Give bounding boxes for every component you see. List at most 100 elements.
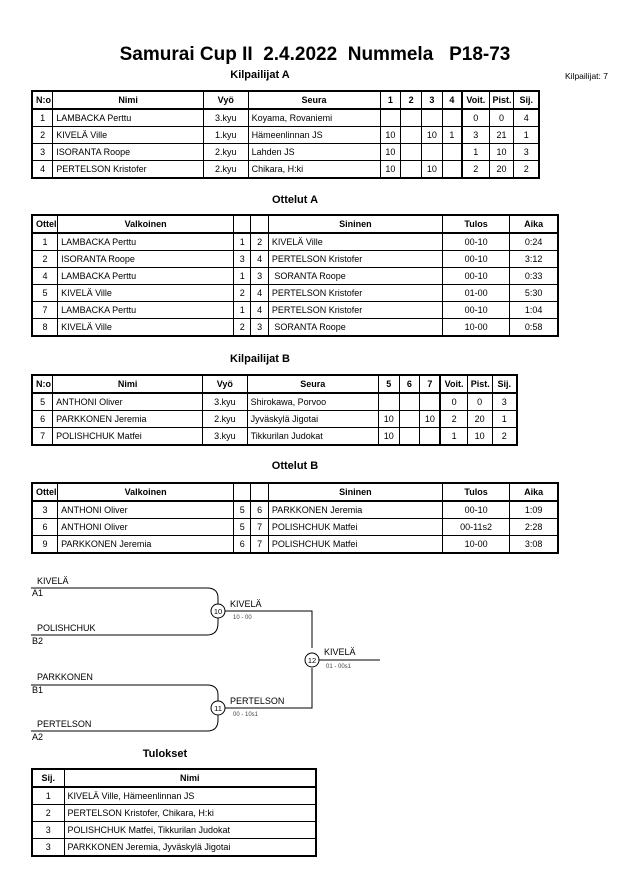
bracket-entry-name: PERTELSON <box>37 719 92 729</box>
cell: 10 <box>379 160 402 179</box>
cell: Chikara, H:ki <box>247 160 381 179</box>
cell: 2 <box>250 232 269 251</box>
table-row: 2 KIVELÄ Ville 1.kyu Hämeenlinnan JS 10 … <box>31 126 540 144</box>
header-cell: Sij. <box>491 374 518 394</box>
cell: 2.kyu <box>202 410 248 428</box>
cell: PARKKONEN Jeremia, Jyväskylä Jigotai <box>63 838 317 857</box>
bracket-entry-name: POLISHCHUK <box>37 623 96 633</box>
bracket-entry-code: B1 <box>32 685 44 695</box>
table-row: 6 ANTHONI Oliver 5 7 POLISHCHUK Matfei 0… <box>31 518 559 536</box>
matches-b-table: Ottelu Valkoinen Sininen Tulos Aika 3 AN… <box>31 482 559 554</box>
header-cell: Seura <box>246 374 379 394</box>
header-cell: Tulos <box>441 214 511 234</box>
cell: PERTELSON Kristofer <box>267 301 443 319</box>
table-row: 6 PARKKONEN Jeremia 2.kyu Jyväskylä Jigo… <box>31 410 518 428</box>
cell: 3 <box>31 143 54 161</box>
cell: 20 <box>466 410 493 428</box>
cell: PERTELSON Kristofer <box>52 160 204 179</box>
cell: ISORANTA Roope <box>52 143 204 161</box>
cell: POLISHCHUK Matfei, Tikkurilan Judokat <box>63 821 317 839</box>
table-row: 9 PARKKONEN Jeremia 6 7 POLISHCHUK Matfe… <box>31 535 559 554</box>
cell: KIVELÄ Ville, Hämeenlinnan JS <box>63 786 317 805</box>
cell: 9 <box>31 535 59 554</box>
table-row: 4 PERTELSON Kristofer 2.kyu Chikara, H:k… <box>31 160 540 179</box>
table-row: 1 KIVELÄ Ville, Hämeenlinnan JS <box>31 786 317 805</box>
table-row: 8 KIVELÄ Ville 2 3 SORANTA Roope 10-00 0… <box>31 318 559 337</box>
header-cell: Sij. <box>513 90 540 110</box>
cell: SORANTA Roope <box>267 318 443 337</box>
competitors-count: Kilpailijat: 7 <box>565 71 608 81</box>
table-row: 3 PARKKONEN Jeremia, Jyväskylä Jigotai <box>31 838 317 857</box>
cell: 3.kyu <box>202 427 248 446</box>
header-cell: Sininen <box>267 482 443 502</box>
cell: 7 <box>250 535 269 554</box>
cell: Tikkurilan Judokat <box>246 427 379 446</box>
cell: 7 <box>250 518 269 536</box>
cell: 3:08 <box>509 535 559 554</box>
header-cell: Sininen <box>267 214 443 234</box>
table-header-row: Sij. Nimi <box>31 768 317 788</box>
table-header-row: N:o Nimi Vyö Seura 5 6 7 Voit. Pist. Sij… <box>31 374 518 394</box>
cell: 6 <box>31 410 54 428</box>
table-row: 3 POLISHCHUK Matfei, Tikkurilan Judokat <box>31 821 317 839</box>
header-cell: Nimi <box>63 768 317 788</box>
section-title-competitors-b: Kilpailijat B <box>230 353 290 365</box>
table-header-row: Ottelu Valkoinen Sininen Tulos Aika <box>31 482 559 502</box>
table-row: 3 ISORANTA Roope 2.kyu Lahden JS 10 1 10… <box>31 143 540 161</box>
header-cell: Nimi <box>52 374 204 394</box>
header-cell <box>250 482 269 502</box>
match-number-badge: 12 <box>307 656 317 665</box>
cell: 2 <box>491 427 518 446</box>
cell: 6 <box>250 500 269 519</box>
cell: KIVELÄ Ville <box>57 318 235 337</box>
match-number-badge: 11 <box>214 704 222 713</box>
header-cell: Valkoinen <box>57 214 235 234</box>
cell: Jyväskylä Jigotai <box>246 410 379 428</box>
cell: 10-00 <box>441 318 511 337</box>
pool-b-table: N:o Nimi Vyö Seura 5 6 7 Voit. Pist. Sij… <box>31 374 518 446</box>
section-title-competitors-a: Kilpailijat A <box>230 69 290 81</box>
bracket-entry-name: PARKKONEN <box>37 672 93 682</box>
cell: 3 <box>31 838 65 857</box>
page-title: Samurai Cup II 2.4.2022 Nummela P18-73 <box>119 44 511 65</box>
semi-winner-name: KIVELÄ <box>230 599 262 609</box>
cell: 3 <box>250 318 269 337</box>
cell: 4 <box>250 301 269 319</box>
header-cell: 3 <box>421 90 443 110</box>
cell: POLISHCHUK Matfei <box>267 518 443 536</box>
cell: PARKKONEN Jeremia <box>52 410 204 428</box>
semi-score: 00 - 10s1 <box>233 712 259 718</box>
cell: 5:30 <box>509 284 559 302</box>
header-cell: Aika <box>509 482 559 502</box>
header-cell: 4 <box>441 90 463 110</box>
bracket-entry-name: KIVELÄ <box>37 576 69 586</box>
cell: 1 <box>491 410 518 428</box>
cell: 7 <box>31 301 59 319</box>
table-header-row: N:o Nimi Vyö Seura 1 2 3 4 Voit. Pist. S… <box>31 90 540 110</box>
header-cell: Voit. <box>439 374 468 394</box>
bracket-entry-code: B2 <box>32 636 44 646</box>
cell: 1 <box>461 143 490 161</box>
cell: PERTELSON Kristofer, Chikara, H:ki <box>63 804 317 822</box>
header-cell: Vyö <box>202 374 248 394</box>
header-cell: Sij. <box>31 768 65 788</box>
header-cell: Voit. <box>461 90 490 110</box>
bracket-entry-code: A1 <box>32 588 44 598</box>
header-cell: Pist. <box>466 374 493 394</box>
header-cell: Seura <box>247 90 381 110</box>
table-row: 2 PERTELSON Kristofer, Chikara, H:ki <box>31 804 317 822</box>
cell: 1 <box>31 786 65 805</box>
pool-a-table: N:o Nimi Vyö Seura 1 2 3 4 Voit. Pist. S… <box>31 90 540 179</box>
cell: 1 <box>439 427 468 446</box>
section-title-results: Tulokset <box>142 748 188 760</box>
cell: 00-10 <box>441 301 511 319</box>
cell: 1:04 <box>509 301 559 319</box>
match-number-badge: 10 <box>213 607 223 616</box>
matches-a-table: Ottelu Valkoinen Sininen Tulos Aika 1 LA… <box>31 214 559 337</box>
table-row: 7 LAMBACKA Perttu 1 4 PERTELSON Kristofe… <box>31 301 559 319</box>
bracket-entry-code: A2 <box>32 732 44 742</box>
cell: 2 <box>31 804 65 822</box>
cell: LAMBACKA Perttu <box>57 301 235 319</box>
section-title-matches-a: Ottelut A <box>271 194 319 206</box>
